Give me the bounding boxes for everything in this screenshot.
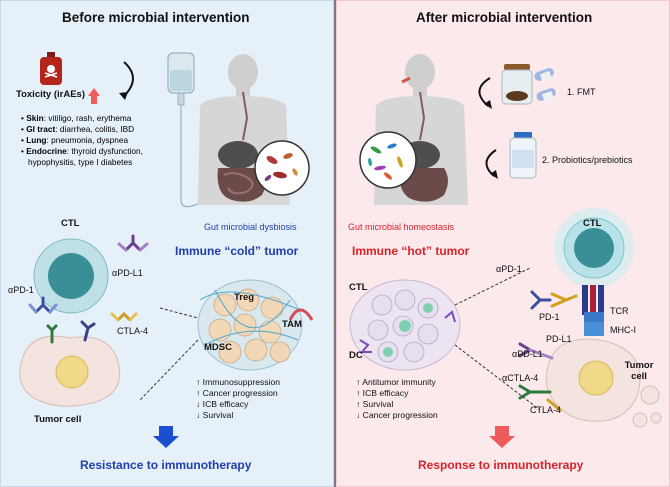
apd1-antibody-left xyxy=(28,296,58,314)
tam-label: TAM xyxy=(282,319,302,330)
ctl-cell-right xyxy=(554,208,634,288)
iv-bag-icon xyxy=(167,52,211,208)
mhc1-label: MHC-I xyxy=(610,325,636,335)
tumor-cell-left xyxy=(19,320,121,407)
cold-tumor-label: Immune “cold” tumor xyxy=(175,244,299,258)
toxicity-skin: • Skin: vitiligo, rash, erythema xyxy=(21,113,132,123)
panel-divider xyxy=(334,0,336,487)
hot-tumor-mass xyxy=(349,279,461,371)
left-effect-2: ↑ Cancer progression xyxy=(196,388,278,398)
cold-tumor-mass xyxy=(197,279,314,371)
actla4-antibody-right xyxy=(518,384,562,412)
tumor-cell-label-right: Tumor cell xyxy=(624,360,654,382)
toxicity-gi: • GI tract: diarrhea, colitis, IBD xyxy=(21,124,135,134)
toxicity-endocrine: • Endocrine: thyroid dysfunction, xyxy=(21,146,143,156)
ctla4-label-right: CTLA-4 xyxy=(530,405,562,415)
homeostasis-label: Gut microbial homeostasis xyxy=(348,222,455,232)
right-title: After microbial intervention xyxy=(416,10,593,25)
apdl1-antibody-right xyxy=(518,342,554,360)
apd1-label-right: αPD-1 xyxy=(496,264,522,274)
ctl-label-right: CTL xyxy=(349,282,368,293)
apdl1-antibody-left xyxy=(117,234,149,252)
pd1-label-right: PD-1 xyxy=(539,312,560,322)
poison-bottle-icon xyxy=(40,52,62,85)
increase-arrow-icon xyxy=(88,88,100,104)
left-title: Before microbial intervention xyxy=(62,10,250,25)
right-effect-1: ↑ Antitumor immunity xyxy=(356,377,436,387)
mdsc-label: MDSC xyxy=(204,342,232,353)
dysbiosis-magnifier xyxy=(254,140,310,196)
ctl-label-left: CTL xyxy=(61,218,80,229)
tumor-cell-label-left: Tumor cell xyxy=(34,414,82,425)
right-effect-3: ↑ Survival xyxy=(356,399,394,409)
probiotic-bottle-icon xyxy=(509,132,537,179)
toxicity-lung: • Lung: pneumonia, dyspnea xyxy=(21,135,129,145)
toxicity-endocrine-cont: hypophysitis, type I diabetes xyxy=(28,157,133,167)
arrow-down-icon-right xyxy=(489,426,515,448)
left-effect-1: ↑ Immunosuppression xyxy=(196,377,281,387)
dysbiosis-label: Gut microbial dysbiosis xyxy=(204,222,297,232)
curved-arrow-icon xyxy=(123,61,134,97)
actla4-label-right: αCTLA-4 xyxy=(502,373,539,383)
tcr-mhc-complex xyxy=(582,285,604,336)
left-outcome: Resistance to immunotherapy xyxy=(80,458,252,472)
right-effect-4: ↓ Cancer progression xyxy=(356,410,438,420)
probiotics-label: 2. Probiotics/prebiotics xyxy=(542,155,633,165)
apd1-antibody-right xyxy=(530,290,578,310)
toxicity-label: Toxicity (irAEs) xyxy=(16,89,85,100)
hot-tumor-label: Immune “hot” tumor xyxy=(352,244,470,258)
dc-label: DC xyxy=(349,350,363,361)
apd1-label-left: αPD-1 xyxy=(8,285,34,295)
ctla4-label-left: CTLA-4 xyxy=(117,326,149,336)
treg-label: Treg xyxy=(234,292,255,303)
right-effect-2: ↑ ICB efficacy xyxy=(356,388,409,398)
ctla4-left xyxy=(110,311,138,322)
apdl1-label-left: αPD-L1 xyxy=(112,268,143,278)
left-effect-4: ↓ Survival xyxy=(196,410,234,420)
tumor-cell-right xyxy=(545,338,662,428)
left-effect-3: ↓ ICB efficacy xyxy=(196,399,249,409)
right-outcome: Response to immunotherapy xyxy=(418,458,584,472)
pdl1-label-right: PD-L1 xyxy=(546,334,572,344)
ctl-label-right-top: CTL xyxy=(583,218,602,229)
tcr-label: TCR xyxy=(610,306,629,316)
fmt-label: 1. FMT xyxy=(567,87,596,97)
apdl1-label-right: αPD-L1 xyxy=(512,349,543,359)
fmt-jar-icon xyxy=(501,64,533,105)
ctl-cell-left xyxy=(33,238,109,314)
homeostasis-magnifier xyxy=(359,131,417,189)
arrow-down-icon xyxy=(153,426,179,448)
pill-icon xyxy=(534,68,556,103)
